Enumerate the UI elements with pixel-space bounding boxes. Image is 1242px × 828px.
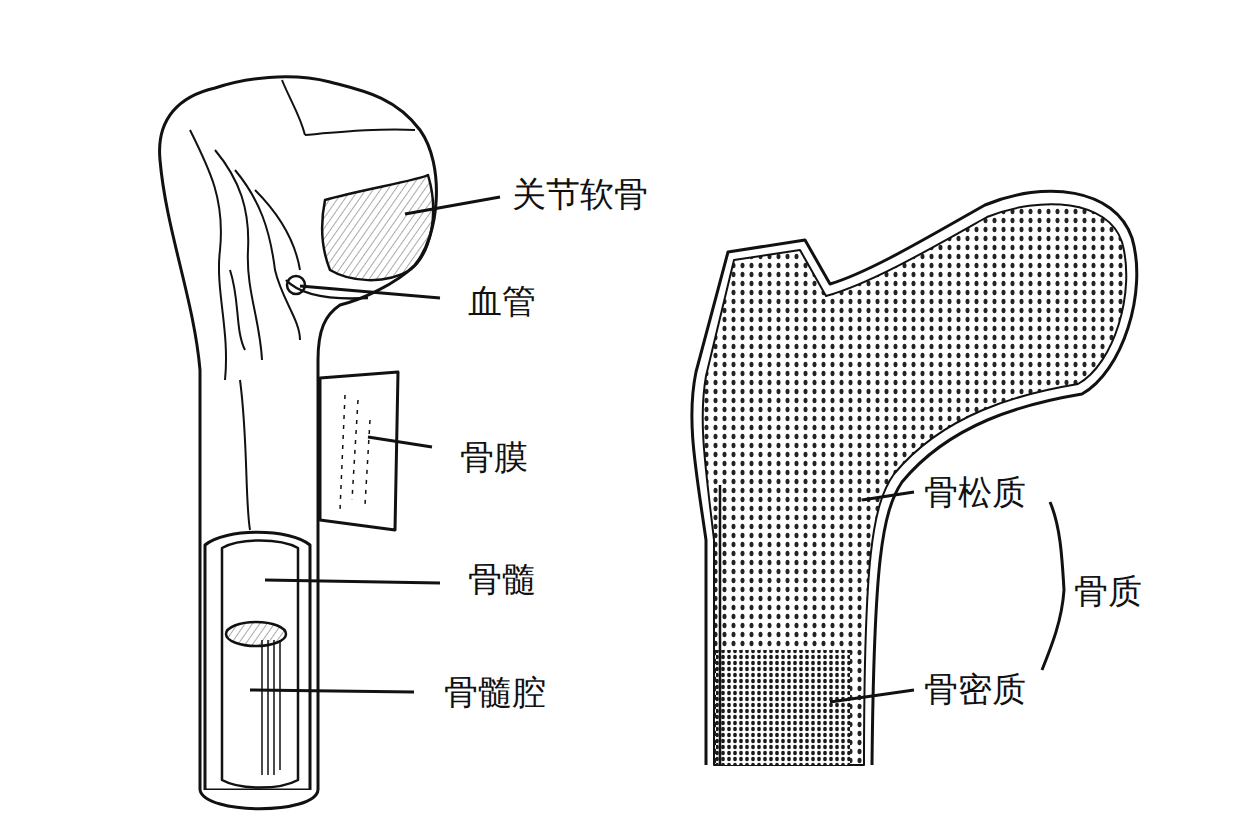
leader-lines xyxy=(250,197,1064,702)
part-label: 骨膜 xyxy=(458,439,530,476)
part-label: 关节软骨 xyxy=(510,176,650,213)
part-label: 骨密质 xyxy=(922,671,1028,708)
part-label: 骨松质 xyxy=(922,474,1028,511)
femur-exterior xyxy=(160,77,437,809)
part-label: 骨质 xyxy=(1072,573,1144,610)
part-label: 血管 xyxy=(466,283,538,320)
part-label: 骨髓 xyxy=(466,561,538,598)
part-label: 骨髓腔 xyxy=(442,674,548,711)
femur-section xyxy=(692,191,1137,765)
